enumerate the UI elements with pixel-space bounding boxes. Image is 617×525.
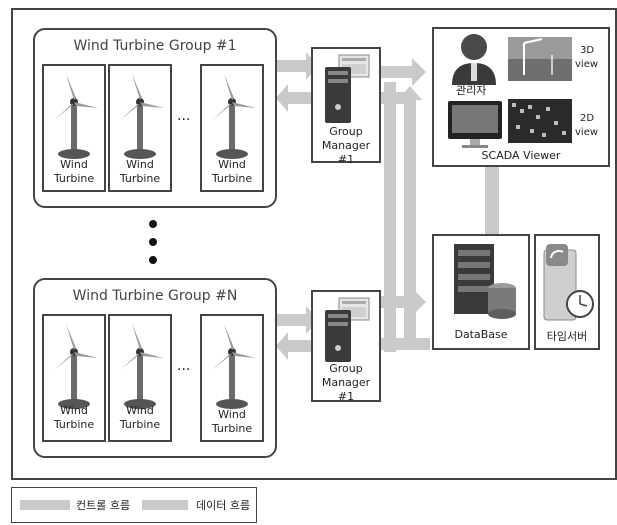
link-manager1-trunk [378,92,414,104]
group-title: Wind Turbine Group #N [72,288,238,304]
time-server-panel: 타임서버 [534,234,600,350]
more-turbines-ellipsis: ··· [177,112,191,128]
turbine-card: Wind Turbine [42,314,106,442]
manager-label-line1: Group [329,125,363,138]
turbine-label-wrap: Wind Turbine [44,404,104,432]
control-flow-swatch [20,500,70,510]
manager-label-line2: Manager #1 [321,139,371,166]
turbine-label-line1: Wind Turbine [44,158,104,186]
time-server-label: 타임서버 [546,330,588,343]
wind-turbine-icon [54,74,98,159]
admin-user-icon [452,34,496,85]
link-managerN-trunk [378,338,430,350]
scada-title: SCADA Viewer [481,149,561,162]
turbine-label: Wind Turbine [53,404,95,431]
control-flow-label: 컨트롤 흐름 [76,499,131,512]
manager-label-line1: Group [329,362,363,375]
turbine-card: Wind Turbine [200,64,264,192]
legend: 컨트롤 흐름 데이터 흐름 [11,487,257,523]
server-icon [325,297,370,362]
view3d-label-1: 3D [580,45,595,56]
view2d-label-1: 2D [580,113,595,124]
admin-label: 관리자 [456,84,487,97]
turbine-label-wrap: Wind Turbine [202,408,262,436]
database-label: DataBase [454,328,508,341]
arrow-manager1-to-group1 [276,84,318,112]
turbine-card: Wind Turbine [42,64,106,192]
trunk-left [384,82,396,352]
arrow-group1-to-manager1 [276,52,318,80]
group-title: Wind Turbine Group #1 [73,38,237,54]
database-panel: DataBase [432,234,530,350]
turbine-label: Wind Turbine [119,158,161,185]
turbine-label: Wind Turbine [211,408,253,435]
more-turbines-ellipsis: ··· [177,362,191,378]
wind-turbine-icon [212,74,256,159]
turbine-card: Wind Turbine [108,314,172,442]
turbine-label-wrap: Wind Turbine [110,158,170,186]
turbine-label: Wind Turbine [211,158,253,185]
server-icon [325,54,370,123]
data-flow-swatch [142,500,188,510]
3d-view-thumbnail-icon [508,37,572,81]
manager-label-line2: Manager #1 [321,376,371,403]
turbine-card: Wind Turbine [108,64,172,192]
monitor-icon [448,101,502,148]
group-manager-n: Group Manager #1 [311,290,381,403]
wind-turbine-icon [120,324,164,409]
turbine-label-wrap: Wind Turbine [202,158,262,186]
wind-turbine-icon [54,324,98,409]
wind-turbine-icon [120,74,164,159]
view3d-label-2: view [575,59,599,70]
turbine-label-wrap: Wind Turbine [110,404,170,432]
data-flow-label: 데이터 흐름 [196,499,251,512]
arrow-managerN-to-db [378,288,426,316]
arrow-managerN-to-groupN [276,332,318,360]
view2d-label-2: view [575,127,599,138]
link-scada-db [485,164,499,234]
arrow-manager1-to-scada [378,58,426,86]
turbine-card: Wind Turbine [200,314,264,442]
2d-view-thumbnail-icon [508,99,572,143]
arrow-groupN-to-managerN [276,306,318,334]
turbine-label: Wind Turbine [119,404,161,431]
time-server-icon [543,244,594,321]
database-server-icon [454,244,516,319]
turbine-label: Wind Turbine [53,158,95,185]
wind-turbine-icon [212,324,256,409]
scada-viewer-panel: 관리자 3D view 2D view SCADA Viewer [432,27,610,167]
trunk-right [404,100,416,350]
group-manager-1: Group Manager #1 [311,47,381,166]
